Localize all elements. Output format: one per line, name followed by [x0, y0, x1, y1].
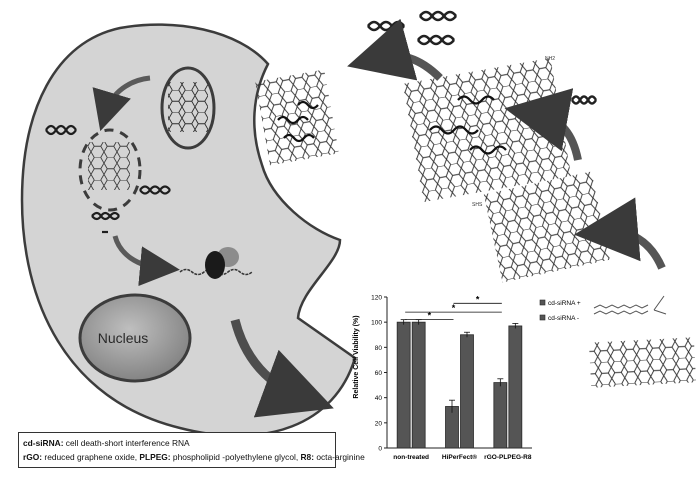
y-tick-label: 0 [378, 446, 382, 453]
legend-desc-rgo: reduced graphene oxide, [42, 452, 140, 462]
bar [396, 321, 411, 449]
legend-label: cd-siRNA + [548, 300, 581, 307]
bar [411, 321, 426, 449]
legend-label: cd-siRNA - [548, 315, 579, 322]
y-tick-label: 100 [371, 320, 382, 327]
bar [508, 325, 523, 449]
legend-desc-cd-sirna: cell death-short interference RNA [63, 438, 190, 448]
bar [460, 334, 474, 449]
x-tick-label: rGO-PLPEG-R8 [484, 454, 532, 461]
x-tick-label: non-treated [393, 454, 429, 461]
y-tick-label: 60 [375, 370, 383, 377]
cell-viability-chart: 0 20 40 60 80 100 120 non-treated HiPerFect® rGO-… [353, 294, 581, 461]
legend-line-2: rGO: reduced graphene oxide, PLPEG: phos… [23, 450, 365, 464]
endosome [160, 66, 216, 150]
significance-mark: * [452, 303, 456, 313]
legend-term-cd-sirna: cd-siRNA: [23, 438, 64, 448]
legend-desc-plpeg: phospholipid -polyethylene glycol, [170, 452, 301, 462]
significance-mark: * [428, 311, 432, 321]
release-arrow [112, 235, 180, 287]
legend-term-rgo: rGO: [23, 452, 43, 462]
legend-swatch [539, 299, 546, 306]
graphene-at-membrane [255, 69, 339, 166]
nucleus [78, 293, 192, 383]
sirna-release-arrow [347, 18, 443, 81]
graphene-sirna-complex [402, 57, 572, 203]
ribosome [179, 247, 253, 279]
uptake-arrow [92, 75, 151, 132]
legend-desc-r8: octa-arginine [314, 452, 365, 462]
functionalized-graphene [483, 171, 611, 283]
legend-swatch [539, 314, 546, 321]
loading-sirna [570, 95, 598, 105]
y-axis-label: Relative Cell Viability (%) [353, 315, 360, 398]
free-sirna [366, 10, 458, 46]
loading-arrow [504, 88, 582, 161]
significance-mark: * [476, 294, 480, 304]
x-tick-label: HiPerFect® [442, 453, 477, 461]
released-graphene [88, 142, 130, 190]
y-tick-label: 80 [375, 345, 383, 352]
legend-term-plpeg: PLPEG: [139, 452, 171, 462]
plpeg-linker [593, 295, 667, 315]
y-tick-label: 120 [371, 295, 382, 302]
abbreviation-legend: cd-siRNA: cell death-short interference … [18, 432, 365, 468]
amine-label: NH2 [545, 56, 555, 62]
sirna-strands-in-cell [45, 124, 171, 234]
thiol-label: SHS [472, 202, 483, 208]
bar [493, 382, 508, 449]
graphene-sheet [588, 337, 697, 388]
functionalization-arrow [574, 197, 666, 270]
y-tick-label: 40 [375, 395, 383, 402]
endosome-graphene [168, 82, 208, 132]
y-tick-label: 20 [375, 420, 383, 427]
legend-line-1: cd-siRNA: cell death-short interference … [23, 436, 331, 450]
legend-term-r8: R8: [300, 452, 315, 462]
result-arrow [230, 318, 334, 418]
nucleus-label: Nucleus [98, 330, 149, 346]
